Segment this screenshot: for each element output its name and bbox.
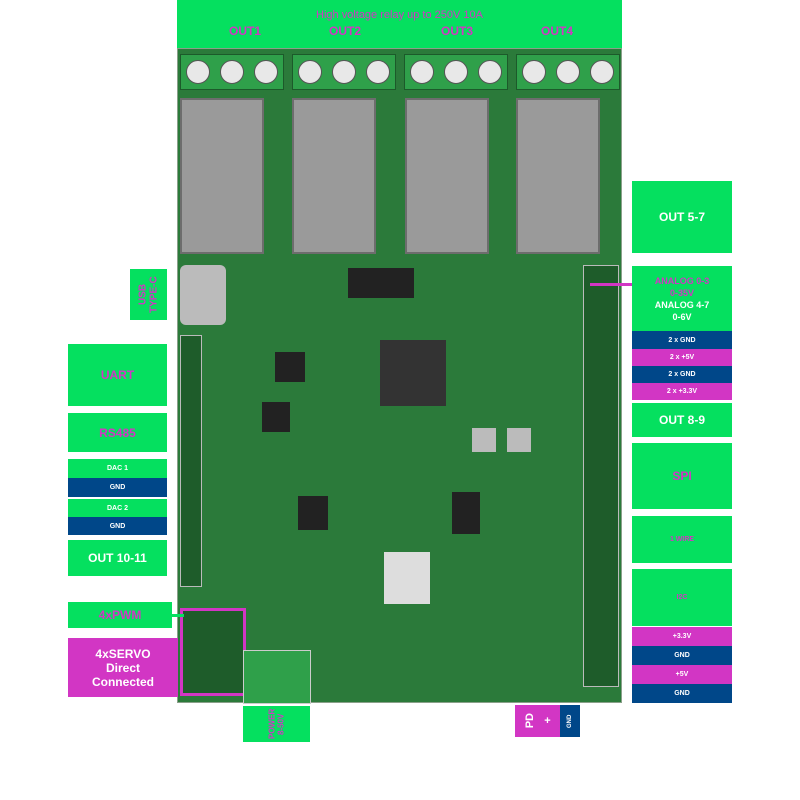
1wire-label: 1 WIRE: [632, 516, 732, 563]
i2c-label: I2C: [632, 569, 732, 626]
relay-4: [516, 98, 600, 254]
gnd-label: GND: [632, 684, 732, 703]
dac2-label: DAC 2: [68, 499, 167, 517]
out4-label: OUT4: [540, 24, 573, 38]
inductor: [384, 552, 430, 604]
servo-label: 4xSERVO Direct Connected: [68, 638, 178, 697]
relay-terminal-4: [516, 54, 620, 90]
left-pin-header: [180, 335, 202, 587]
gnd-2x-label: 2 x GND: [632, 366, 732, 383]
gnd-2x-label: 2 x GND: [632, 331, 732, 349]
ic-chip: [348, 268, 414, 298]
relay-terminal-1: [180, 54, 284, 90]
pwm-pointer-line: [172, 614, 184, 617]
uart-label: UART: [68, 344, 167, 406]
relay-3: [405, 98, 489, 254]
relay-1: [180, 98, 264, 254]
pd-plus: +: [544, 715, 551, 727]
usb-c-connector: [180, 265, 226, 325]
microcontroller: [380, 340, 446, 406]
3v3-label: +3.3V: [632, 627, 732, 646]
pd-label: PD +: [515, 705, 560, 737]
pwm-label: 4xPWM: [68, 602, 172, 628]
5v-label: +5V: [632, 665, 732, 684]
relay-terminal-2: [292, 54, 396, 90]
button: [472, 428, 496, 452]
pd-text: PD: [524, 713, 537, 729]
relay-terminal-3: [404, 54, 508, 90]
regulator: [452, 492, 480, 534]
spi-label: SPI: [632, 443, 732, 509]
relay-banner: High voltage relay up to 250V 10A: [177, 0, 622, 48]
3v3-2x-label: 2 x +3.3V: [632, 383, 732, 400]
analog0-3-label: ANALOG 0-3: [654, 275, 710, 286]
analog0-3-range: 0-35V: [669, 287, 695, 298]
rs485-label: RS485: [68, 413, 167, 452]
analog-pointer-line: [590, 283, 632, 286]
ic-chip: [275, 352, 305, 382]
right-pin-header: [583, 265, 619, 687]
usb-type-c-label: USB TYPE-C: [130, 269, 167, 320]
out8-9-label: OUT 8-9: [632, 403, 732, 437]
ic-chip: [298, 496, 328, 530]
button: [507, 428, 531, 452]
ic-chip: [262, 402, 290, 432]
out1-label: OUT1: [228, 24, 261, 38]
out5-7-label: OUT 5-7: [632, 181, 732, 253]
analog-label: ANALOG 0-3 0-35V ANALOG 4-7 0-6V: [632, 266, 732, 331]
out3-label: OUT3: [440, 24, 473, 38]
servo-pin-header: [180, 608, 246, 696]
pd-gnd-label: GND: [560, 705, 580, 737]
5v-2x-label: 2 x +5V: [632, 349, 732, 366]
dac2-gnd-label: GND: [68, 517, 167, 535]
out10-11-label: OUT 10-11: [68, 540, 167, 576]
gnd-label: GND: [632, 646, 732, 665]
analog4-7-label: ANALOG 4-7: [654, 299, 710, 310]
relay-2: [292, 98, 376, 254]
out2-label: OUT2: [328, 24, 361, 38]
dac1-label: DAC 1: [68, 459, 167, 478]
dac1-gnd-label: GND: [68, 478, 167, 497]
analog4-7-range: 0-6V: [672, 311, 692, 322]
power-label: POWER 8-50V: [243, 706, 310, 742]
power-terminal: [243, 650, 311, 704]
